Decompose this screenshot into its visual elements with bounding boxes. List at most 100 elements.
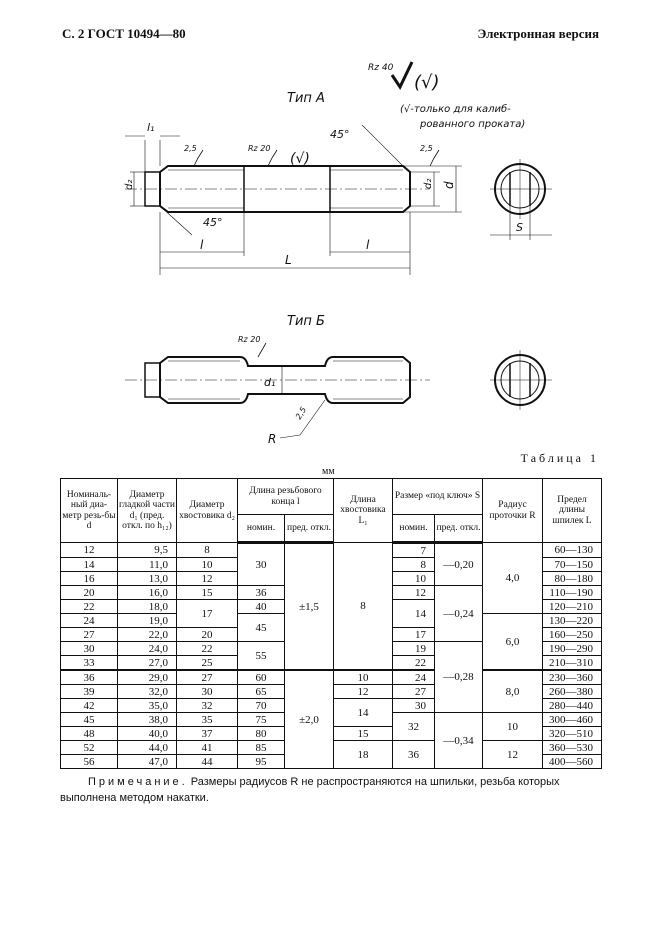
table-cell: 24 [60, 613, 118, 628]
table-cell: 47,0 [117, 754, 177, 769]
table-cell: 70—150 [542, 557, 602, 572]
table-cell: 22,0 [117, 627, 177, 642]
note-text: Размеры радиусов R не распространяются н… [60, 776, 560, 804]
table-cell: 17 [392, 627, 435, 642]
table-cell: 44 [176, 754, 238, 769]
stud-drawings: Тип А Rz 40 (√) (√-только для калиб- ров… [124, 61, 552, 446]
table-cell: 27 [392, 684, 435, 699]
angle-bottom: 45° [203, 216, 223, 229]
table-cell: —0,20 [434, 542, 483, 586]
table-cell: 15 [333, 726, 393, 741]
table-cell: 45 [60, 712, 118, 727]
table-cell: 300—460 [542, 712, 602, 727]
table-cell: 32 [176, 698, 238, 713]
table-cell: 15 [176, 585, 238, 600]
table-cell: 20 [176, 627, 238, 642]
angle-top: 45° [330, 128, 350, 141]
table-cell: 16 [60, 571, 118, 586]
table-cell: 160—250 [542, 627, 602, 642]
header-d2: Диаметр хвостовика d₂ [176, 478, 238, 543]
table-cell: 27 [60, 627, 118, 642]
table-note: Примечание. Размеры радиусов R не распро… [60, 775, 600, 807]
dim-l-left: l [200, 238, 204, 252]
table-cell: 35,0 [117, 698, 177, 713]
table-cell: 33 [60, 655, 118, 671]
dim-d2-right: d₂ [423, 179, 434, 189]
drawing-type-a: Тип А Rz 40 (√) (√-только для калиб- ров… [124, 61, 552, 275]
rough-b-neck: 2,5 [294, 405, 308, 421]
table-cell: 27 [176, 669, 238, 685]
table-cell: 120—210 [542, 599, 602, 614]
rough-left: 2,5 [184, 144, 197, 153]
table-cell: 65 [237, 684, 285, 699]
table-cell: 36 [392, 740, 435, 769]
table-cell: 30 [237, 542, 285, 586]
table-cell: 12 [60, 542, 118, 558]
header-l-tol: пред. откл. [284, 514, 334, 544]
table-cell: 11,0 [117, 557, 177, 572]
header-S: Размер «под ключ» S [392, 478, 483, 515]
table-cell: 45 [237, 613, 285, 642]
rough-mid: Rz 20 [248, 144, 270, 153]
table-cell: 18,0 [117, 599, 177, 614]
table-cell: 7 [392, 542, 435, 558]
header-d: Номиналь-ный диа-метр резь-бы d [60, 478, 118, 543]
table-cell: 20 [60, 585, 118, 600]
table-cell: 280—440 [542, 698, 602, 713]
table-cell: 30 [60, 641, 118, 656]
roughness-alt: (√) [414, 72, 440, 93]
table-cell: 29,0 [117, 669, 177, 685]
table-section: Номиналь-ный диа-метр резь-бы d Диаметр … [60, 478, 602, 807]
table-cell: 12 [333, 684, 393, 699]
table-cell: 95 [237, 754, 285, 769]
header-L: Предел длины шпилек L [542, 478, 602, 543]
table-cell: 16,0 [117, 585, 177, 600]
table-cell: 13,0 [117, 571, 177, 586]
table-cell: 130—220 [542, 613, 602, 628]
table-cell: 12 [392, 585, 435, 600]
table-cell: 52 [60, 740, 118, 755]
header-l: Длина резьбового конца l [237, 478, 334, 515]
header-S-tol: пред. откл. [434, 514, 483, 544]
drawing-type-b: Тип Б d₁ Rz 20 2,5 R [125, 314, 552, 446]
table-cell: 17 [176, 599, 238, 628]
dim-l-right: l [366, 238, 370, 252]
page-header-right: Электронная версия [477, 26, 599, 41]
table-cell: 24 [392, 669, 435, 685]
dim-d1: d₁ [264, 376, 275, 389]
table-cell: 32 [392, 712, 435, 741]
table-cell: 10 [176, 557, 238, 572]
table-cell: 42 [60, 698, 118, 713]
table-cell: 44,0 [117, 740, 177, 755]
table-cell: 40 [237, 599, 285, 614]
table-cell: 260—380 [542, 684, 602, 699]
table-cell: 37 [176, 726, 238, 741]
table-cell: —0,34 [434, 712, 483, 769]
table-cell: 38,0 [117, 712, 177, 727]
table-cell: 8 [176, 542, 238, 558]
table-cell: 6,0 [482, 613, 543, 671]
rough-right: 2,5 [420, 144, 433, 153]
dim-d2-left: d₂ [124, 180, 135, 190]
table-cell: 210—310 [542, 655, 602, 671]
roughness-note-1: (√-только для калиб- [400, 103, 511, 115]
dim-l1: l₁ [147, 121, 154, 134]
table-cell: 30 [176, 684, 238, 699]
roughness-check-icon [390, 61, 414, 91]
table-cell: 60 [237, 669, 285, 685]
table-cell: 70 [237, 698, 285, 713]
table-cell: 25 [176, 655, 238, 671]
header-S-nom: номин. [392, 514, 435, 544]
table-cell: 55 [237, 641, 285, 671]
table-cell: 39 [60, 684, 118, 699]
roughness-main: Rz 40 [368, 63, 394, 73]
note-label: Примечание. [88, 776, 188, 788]
